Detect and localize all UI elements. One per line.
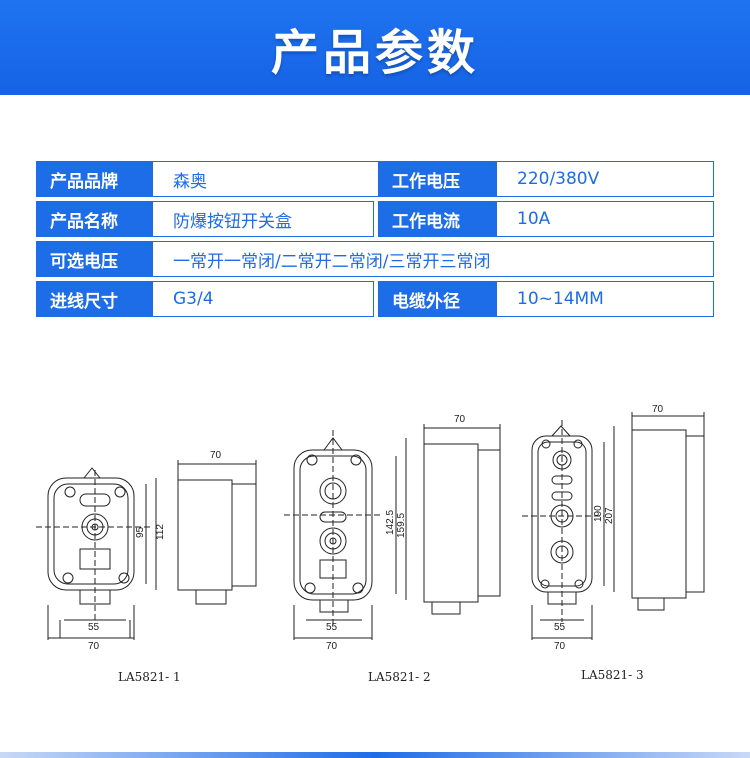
- spec-label-voltage: 工作电压: [378, 161, 496, 197]
- d3-outer-height: 207: [604, 507, 615, 524]
- drawing-2-side: [423, 424, 501, 615]
- d2-top-width: 70: [454, 414, 466, 425]
- d2-inner-width: 55: [326, 622, 338, 633]
- spec-value-current: 10A: [496, 201, 714, 237]
- d1-inner-width: 55: [88, 622, 100, 633]
- spec-label-current: 工作电流: [378, 201, 496, 237]
- drawing-2-front: [284, 430, 407, 640]
- technical-drawing: 70 95 112 55 70 70 142.5 159.5 55 70 70 …: [36, 404, 705, 652]
- drawing-1-front: [36, 467, 157, 640]
- spec-row: 可选电压 一常开一常闭/二常开二常闭/三常开三常闭: [36, 241, 714, 277]
- model-label-2: LA5821- 2: [368, 670, 431, 684]
- drawing-3-side: [631, 412, 705, 611]
- d3-inner-width: 55: [554, 622, 566, 633]
- header-banner: 产品参数: [0, 0, 750, 95]
- spec-value-brand: 森奥: [152, 161, 412, 197]
- model-label-3: LA5821- 3: [581, 668, 644, 682]
- page-title: 产品参数: [270, 24, 479, 81]
- d1-outer-width: 70: [88, 641, 100, 652]
- dimension-drawings: 70 95 112 55 70 70 142.5 159.5 55 70 70 …: [0, 400, 750, 700]
- d2-outer-height: 159.5: [396, 513, 407, 538]
- footer-bar: [0, 752, 750, 758]
- d2-outer-width: 70: [326, 641, 338, 652]
- model-label-1: LA5821- 1: [118, 670, 181, 684]
- d2-inner-height: 142.5: [385, 510, 396, 535]
- spec-label-brand: 产品品牌: [36, 161, 152, 197]
- spec-row: 产品名称 防爆按钮开关盒 工作电流 10A: [36, 201, 714, 237]
- d3-outer-width: 70: [554, 641, 566, 652]
- d3-inner-height: 190: [593, 505, 604, 522]
- drawing-3-front: [522, 420, 615, 640]
- d3-top-width: 70: [652, 404, 664, 415]
- d1-inner-height: 95: [135, 526, 146, 538]
- spec-value-inlet: G3/4: [152, 281, 374, 317]
- drawing-1-side: [177, 460, 257, 605]
- spec-label-cable: 电缆外径: [378, 281, 496, 317]
- spec-value-optional-voltage: 一常开一常闭/二常开二常闭/三常开三常闭: [152, 241, 714, 277]
- spec-label-optional-voltage: 可选电压: [36, 241, 152, 277]
- spec-value-name: 防爆按钮开关盒: [152, 201, 374, 237]
- d1-outer-height: 112: [155, 524, 166, 540]
- spec-label-inlet: 进线尺寸: [36, 281, 152, 317]
- spec-label-name: 产品名称: [36, 201, 152, 237]
- spec-value-voltage: 220/380V: [496, 161, 714, 197]
- d1-top-width: 70: [210, 450, 222, 461]
- spec-row: 产品品牌 森奥 工作电压 220/380V: [36, 161, 714, 197]
- spec-row: 进线尺寸 G3/4 电缆外径 10~14MM: [36, 281, 714, 317]
- spec-value-cable: 10~14MM: [496, 281, 714, 317]
